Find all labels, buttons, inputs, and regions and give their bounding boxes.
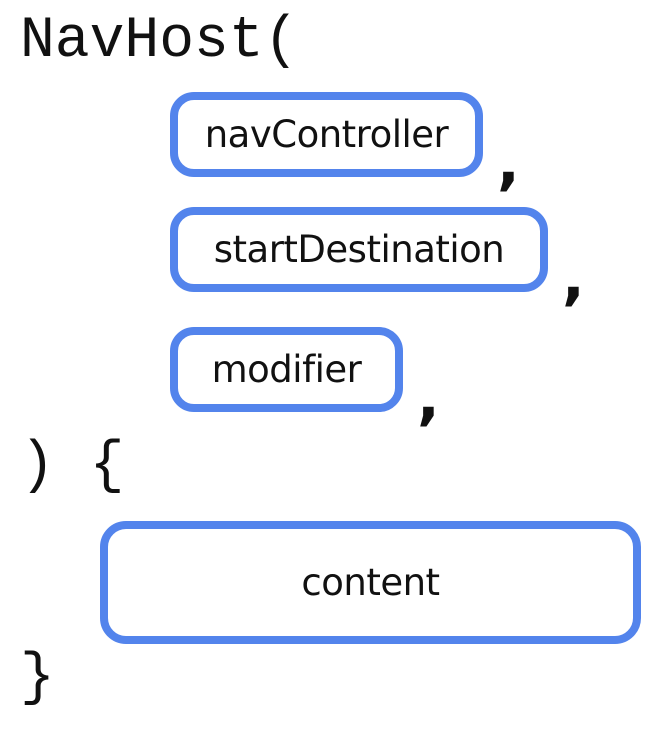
param-box-content: content: [100, 521, 641, 644]
code-brace-close: }: [20, 646, 55, 711]
param-label-startdestination: startDestination: [213, 228, 505, 271]
param-row-startdestination: startDestination ,: [170, 207, 585, 313]
comma-separator: ,: [562, 243, 585, 313]
code-navhost-open: NavHost(: [20, 9, 299, 74]
comma-separator: ,: [497, 128, 520, 198]
param-box-navcontroller: navController: [170, 92, 483, 177]
comma-separator: ,: [417, 363, 440, 433]
param-box-startdestination: startDestination: [170, 207, 548, 292]
param-row-navcontroller: navController ,: [170, 92, 520, 198]
param-label-navcontroller: navController: [204, 113, 449, 156]
param-box-modifier: modifier: [170, 327, 403, 412]
param-label-modifier: modifier: [211, 348, 362, 391]
code-paren-close-brace-open: ) {: [20, 434, 125, 499]
param-label-content: content: [301, 561, 440, 604]
param-row-modifier: modifier ,: [170, 327, 440, 433]
